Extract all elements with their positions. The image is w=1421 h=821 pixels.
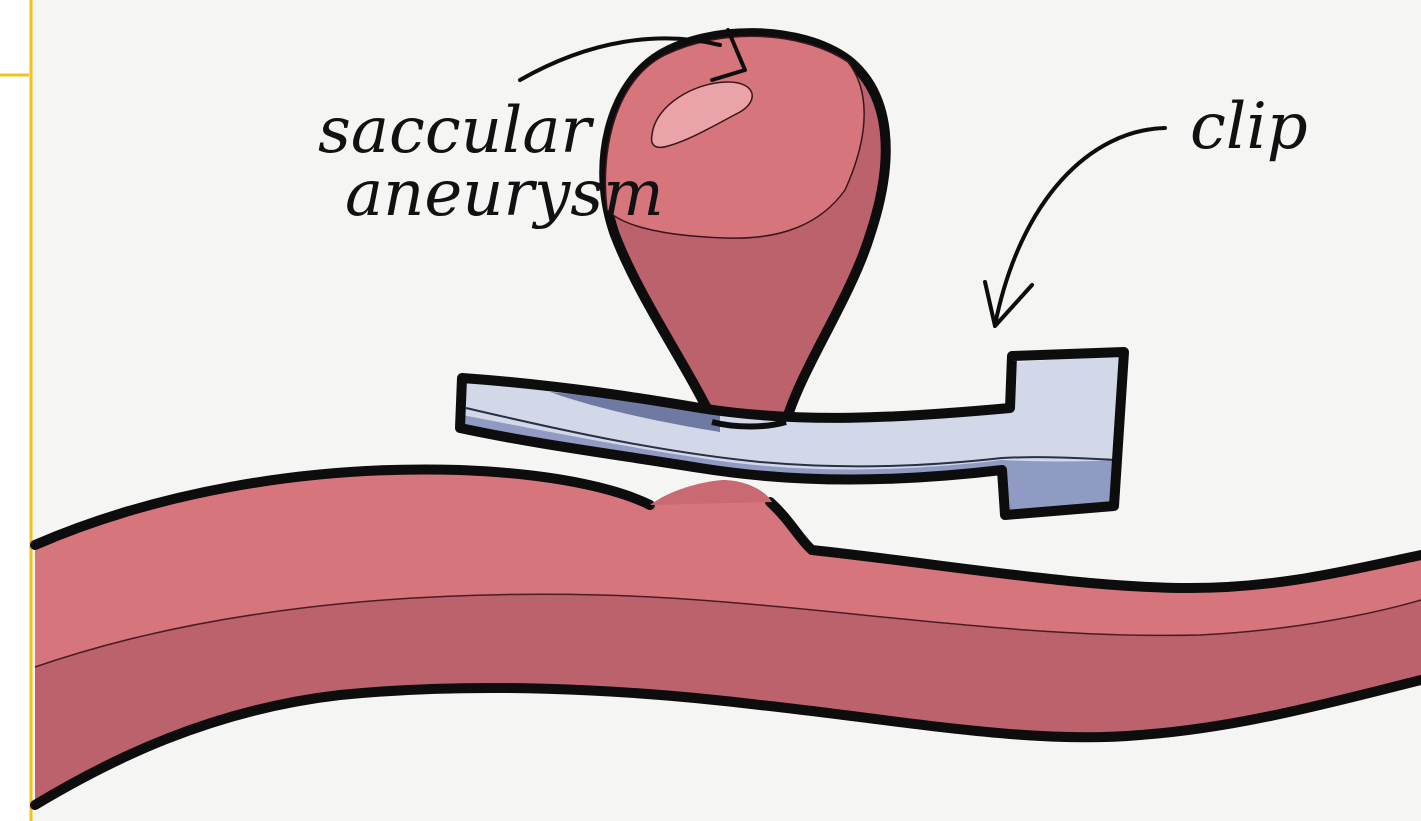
aneurysm-label-line2: aneurysm [345,157,664,231]
page-frame [0,0,31,821]
clip-label: clip [1190,90,1308,164]
